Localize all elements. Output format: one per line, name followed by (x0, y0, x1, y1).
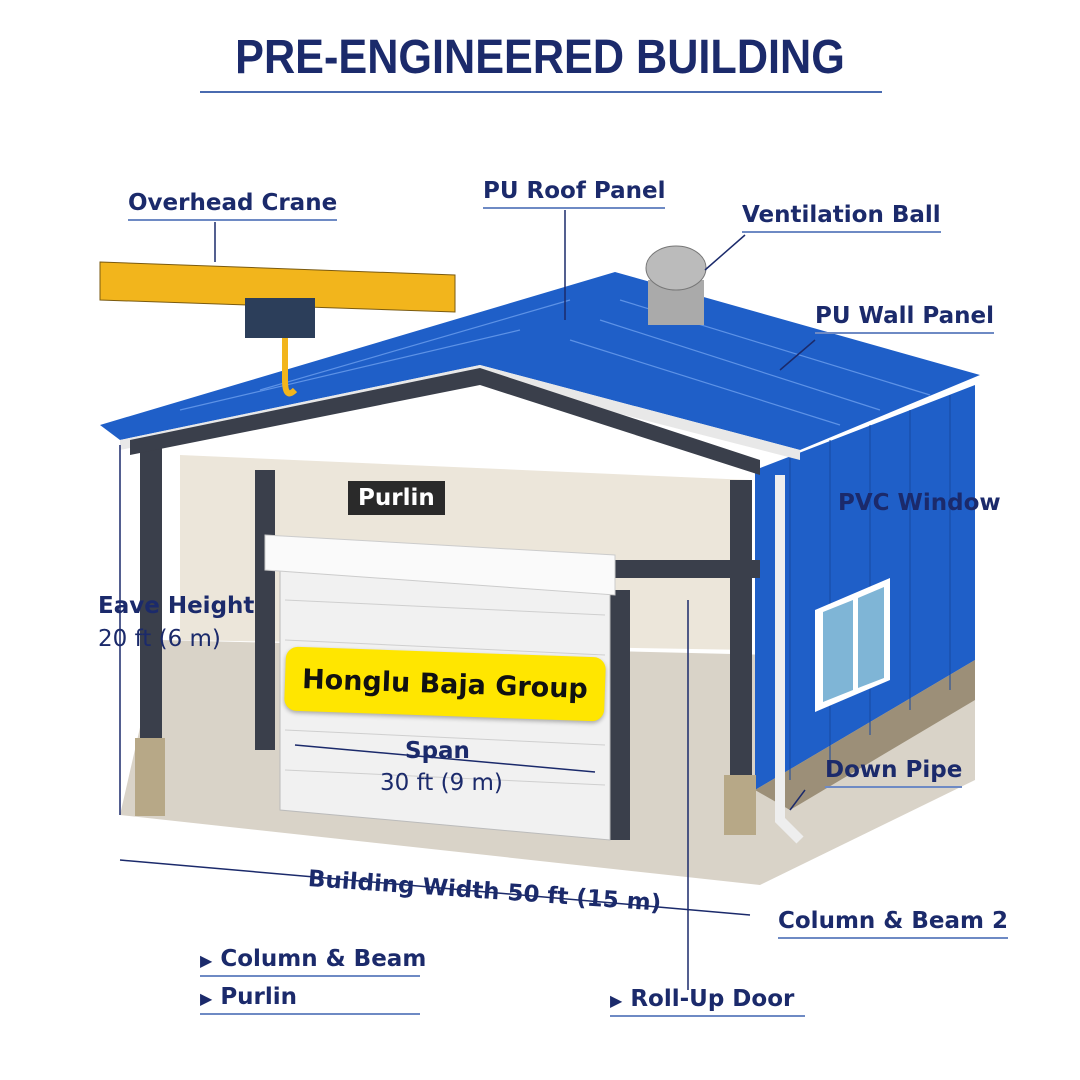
title-underline (200, 91, 882, 93)
page-title: PRE-ENGINEERED BUILDING (235, 31, 845, 84)
roof-panel (100, 272, 980, 450)
triangle-right-icon: ▶ (610, 991, 623, 1010)
triangle-right-icon: ▶ (200, 989, 213, 1008)
label-span: Span (405, 738, 470, 764)
label-down-pipe: Down Pipe (825, 757, 963, 788)
rafter (130, 368, 760, 475)
legend-column-beam: ▶ Column & Beam (200, 946, 426, 977)
label-pvc-window: PVC Window (838, 490, 1001, 516)
triangle-right-icon: ▶ (200, 951, 213, 970)
down-pipe (775, 475, 804, 844)
label-overhead-crane: Overhead Crane (128, 190, 338, 221)
wall-base (755, 660, 975, 810)
label-eave-height: Eave Height (98, 593, 255, 619)
span-value: 30 ft (9 m) (380, 770, 503, 796)
label-pu-roof-panel: PU Roof Panel (483, 178, 666, 209)
legend-purlin: ▶ Purlin (200, 984, 420, 1015)
eave-height-value: 20 ft (6 m) (98, 626, 221, 652)
column-left (140, 445, 162, 815)
label-purlin-tag: Purlin (348, 481, 445, 515)
legend-roll-up-door: ▶ Roll-Up Door (610, 986, 805, 1017)
label-pu-wall-panel: PU Wall Panel (815, 303, 995, 334)
overhead-crane (99, 261, 456, 313)
label-ventilation-ball: Ventilation Ball (742, 202, 941, 233)
label-column-beam-2: Column & Beam 2 (778, 908, 1008, 939)
brand-badge: Honglu Baja Group (283, 646, 607, 722)
side-wall-panel (755, 385, 975, 790)
